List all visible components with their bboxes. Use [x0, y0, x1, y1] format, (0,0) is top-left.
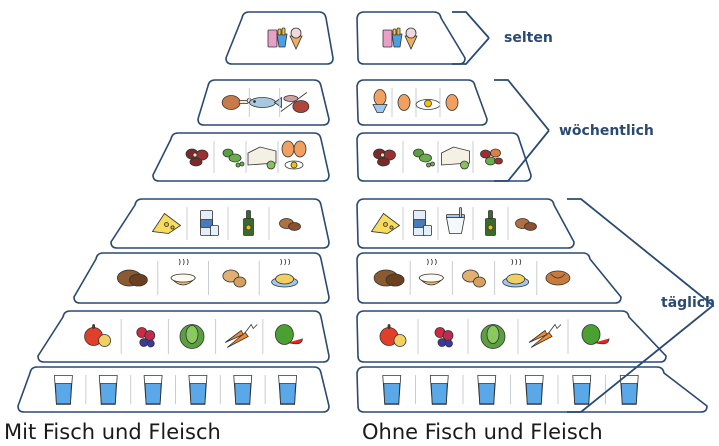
water-glass-icon	[477, 375, 497, 405]
bracket-daily: täglich	[567, 198, 715, 413]
peas-icon	[413, 148, 435, 168]
oil-icon	[485, 210, 496, 236]
tofu-icon	[441, 146, 470, 170]
snacks-sweets-icon	[267, 27, 303, 50]
tier-weekly	[152, 132, 330, 182]
lettuce-icon	[179, 324, 205, 349]
water-glass-icon	[572, 375, 592, 405]
egg-icon	[397, 94, 411, 111]
tier-daily	[356, 366, 708, 413]
tier-band	[356, 198, 575, 249]
tofu-icon	[247, 146, 277, 170]
water-glass-icon	[143, 375, 163, 405]
tier-daily	[73, 252, 330, 304]
pastry-icon	[545, 270, 571, 286]
tier-band	[356, 252, 622, 304]
tier-daily	[37, 310, 330, 363]
tier-rarely	[356, 11, 466, 65]
tier-daily	[17, 366, 330, 413]
tier-band	[110, 198, 330, 249]
frequency-label-weekly: wöchentlich	[559, 123, 654, 139]
pasta-icon	[502, 258, 530, 288]
legumes-icon	[373, 148, 396, 167]
left-pyramid-caption: Mit Fisch und Fleisch	[4, 420, 221, 444]
peas-icon	[222, 148, 245, 168]
snacks-sweets-icon	[382, 27, 418, 50]
pyramid-with-meat	[17, 11, 334, 413]
bracket-rarely: selten	[452, 11, 553, 65]
fish-icon	[249, 96, 282, 109]
carrots-icon	[224, 323, 258, 348]
water-glass-icon	[382, 375, 402, 405]
tier-daily	[356, 252, 622, 304]
tier-weekly	[356, 132, 532, 182]
tier-band	[73, 252, 330, 304]
bread-icon	[373, 269, 405, 287]
meat-sausage-icon	[280, 92, 310, 113]
pepper-icon	[581, 324, 610, 345]
nuts-icon	[279, 218, 301, 231]
bracket-weekly: wöchentlich	[494, 79, 654, 182]
frequency-label-rarely: selten	[504, 30, 553, 46]
cheese-icon	[151, 212, 182, 234]
right-pyramid-caption: Ohne Fisch und Fleisch	[362, 420, 603, 444]
berries-icon	[434, 327, 454, 348]
egg-cup-icon	[372, 89, 388, 113]
fruit-icon	[84, 324, 111, 347]
eggs-icon	[281, 140, 307, 170]
water-glass-icon	[233, 375, 253, 405]
milk-icon	[200, 210, 219, 236]
pepper-icon	[274, 324, 303, 345]
water-glass-icon	[188, 375, 208, 405]
lettuce-icon	[480, 324, 506, 349]
tier-rarely	[225, 11, 334, 65]
pyramid-without-meat	[356, 11, 708, 413]
egg-icon	[445, 94, 459, 111]
fried-egg-icon	[415, 99, 441, 110]
oil-icon	[243, 210, 254, 236]
bean-mix-icon	[480, 148, 503, 166]
water-glass-icon	[278, 375, 298, 405]
water-glass-icon	[524, 375, 544, 405]
berries-icon	[136, 327, 156, 348]
potato-icon	[222, 269, 247, 288]
water-glass-icon	[619, 375, 639, 405]
tier-daily	[356, 310, 667, 363]
bread-icon	[116, 269, 148, 287]
cheese-icon	[370, 212, 401, 234]
rice-icon	[418, 258, 445, 286]
fruit-icon	[379, 324, 407, 347]
tier-band	[356, 310, 667, 363]
water-glass-icon	[53, 375, 73, 405]
frequency-label-daily: täglich	[661, 295, 715, 311]
nuts-icon	[515, 218, 537, 231]
water-glass-icon	[429, 375, 449, 405]
milk-icon	[413, 210, 432, 236]
tier-weekly	[356, 79, 488, 126]
tier-daily	[356, 198, 575, 249]
potato-icon	[462, 269, 486, 288]
tier-daily	[110, 198, 330, 249]
rice-icon	[170, 258, 196, 286]
tier-weekly	[197, 79, 330, 126]
water-glass-icon	[98, 375, 118, 405]
pasta-icon	[271, 258, 299, 288]
carrots-icon	[528, 323, 562, 348]
yogurt-icon	[446, 207, 465, 234]
legumes-icon	[185, 148, 209, 167]
